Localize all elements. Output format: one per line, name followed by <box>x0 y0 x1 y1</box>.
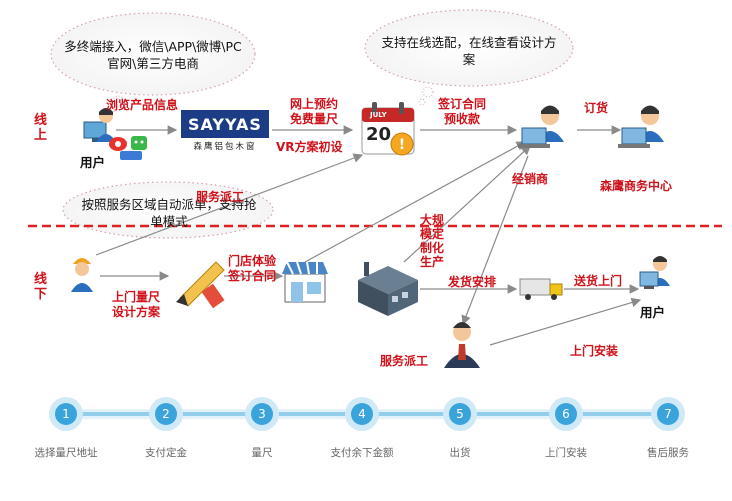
bubble-online-selection-shape <box>364 9 574 106</box>
label-online-booking: 网上预约免费量尺 <box>289 97 338 126</box>
wechat-icon <box>131 136 147 150</box>
bubble-online-selection-text: 支持在线选配，在线查看设计方案 <box>381 35 557 67</box>
timeline-step-number: 5 <box>449 403 471 425</box>
label-dealer: 经销商 <box>512 172 549 186</box>
timeline-step-label: 上门安装 <box>545 447 587 459</box>
svg-text:!: ! <box>399 137 405 153</box>
timeline-step-number: 2 <box>155 403 177 425</box>
installer-icon <box>444 322 480 368</box>
label-service-dispatch-top: 服务派工 <box>196 190 245 204</box>
label-large-custom: 大规模定制化生产 <box>420 213 445 269</box>
label-deliver-home: 送货上门 <box>574 274 623 288</box>
qq-mini-icon <box>120 151 142 160</box>
label-vr-design: VR方案初设 <box>276 140 343 154</box>
bubble-channels-shape <box>50 12 256 115</box>
sayyas-logo: SAYYAS 森鹰铝包木窗 <box>181 110 269 154</box>
sayyas-logo-subtitle: 森鹰铝包木窗 <box>193 142 257 152</box>
label-user-online: 用户 <box>80 155 106 170</box>
calendar-alert-icon: ! <box>361 102 415 156</box>
label-store-experience: 门店体验签订合同 <box>228 254 277 283</box>
truck-icon <box>519 278 563 300</box>
label-browse-products: 浏览产品信息 <box>106 98 179 112</box>
calendar-day: 20 <box>366 124 392 145</box>
timeline-step-number: 4 <box>351 403 373 425</box>
bubble-dispatch-text: 按照服务区域自动派单，支持抢单模式 <box>81 197 257 229</box>
label-senying-center: 森鹰商务中心 <box>600 179 673 193</box>
zone-offline-label: 线下 <box>34 272 48 302</box>
label-service-dispatch-bottom: 服务派工 <box>380 354 429 368</box>
label-user-offline: 用户 <box>640 305 666 320</box>
user-online-icon <box>83 108 116 142</box>
calendar-month: JULY <box>370 111 387 119</box>
bubble-channels-text: 多终端接入，微信\APP\微博\PC官网\第三方电商 <box>64 39 242 71</box>
flow-arrows <box>95 125 642 346</box>
timeline-step-number: 1 <box>55 403 77 425</box>
design-tools-icon <box>176 261 225 309</box>
label-order: 订货 <box>584 101 609 115</box>
zone-online-label: 线上 <box>34 113 48 143</box>
label-ship-arrange: 发货安排 <box>448 275 497 289</box>
timeline-step-label: 量尺 <box>251 447 273 459</box>
bubble-dispatch-shape <box>62 181 274 239</box>
sayyas-logo-name: SAYYAS <box>181 110 269 138</box>
timeline-step-label: 支付定金 <box>145 447 187 459</box>
dealer-computer-icon <box>518 105 564 148</box>
weibo-icon <box>109 137 127 151</box>
timeline-step-label: 选择量尺地址 <box>34 447 98 459</box>
factory-icon <box>358 262 418 316</box>
user-offline-icon <box>639 256 670 289</box>
timeline-step-number: 6 <box>555 403 577 425</box>
store-icon <box>282 261 328 303</box>
worker-icon <box>71 258 93 292</box>
timeline-step-label: 售后服务 <box>647 447 689 459</box>
timeline-step-number: 7 <box>657 403 679 425</box>
timeline-step-label: 出货 <box>449 447 471 459</box>
label-install-home: 上门安装 <box>570 344 619 358</box>
label-onsite-measure: 上门量尺设计方案 <box>111 290 160 319</box>
label-sign-contract-deposit: 签订合同预收款 <box>437 97 486 126</box>
timeline-step-number: 3 <box>251 403 273 425</box>
business-center-icon <box>618 105 664 148</box>
timeline-step-label: 支付余下金额 <box>330 447 394 459</box>
